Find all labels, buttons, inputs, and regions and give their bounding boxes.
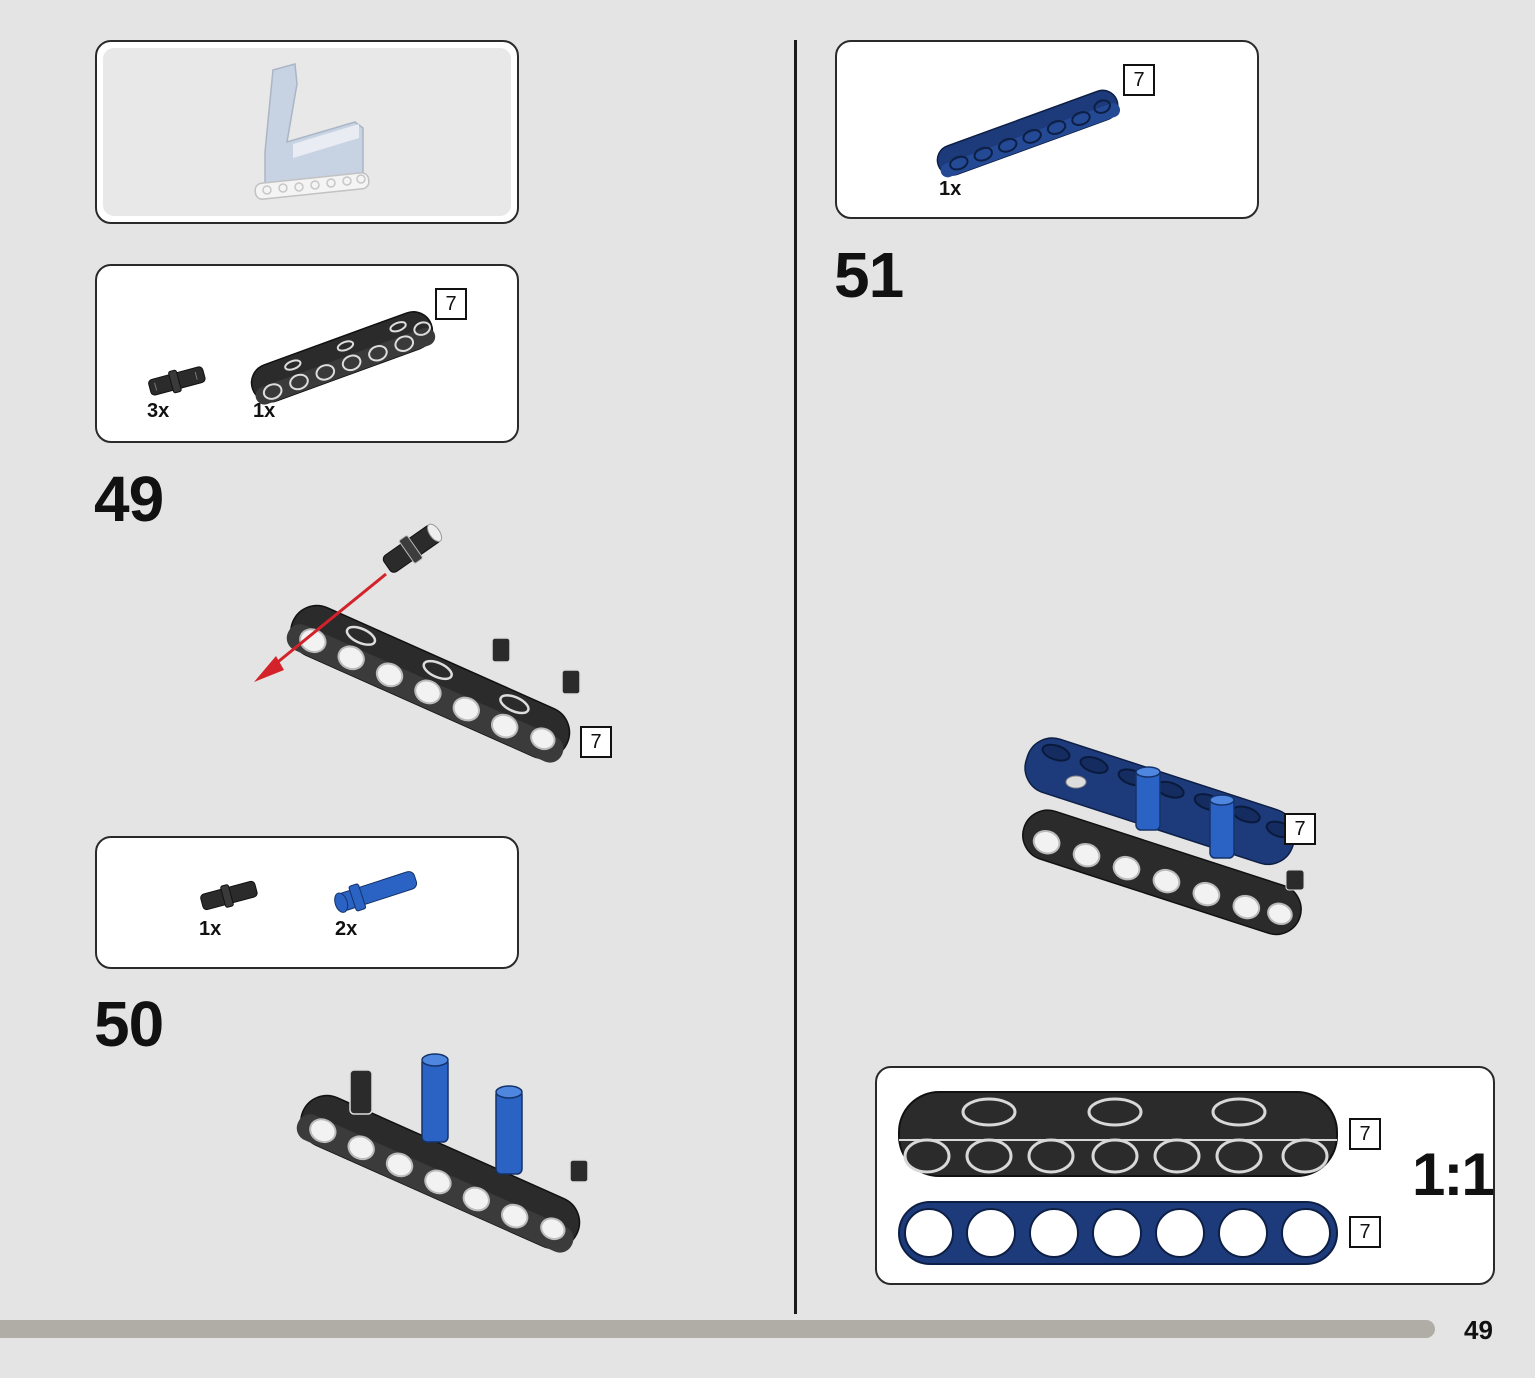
step-50-part-2-qty: 2x xyxy=(335,918,358,940)
step-51-beam-length-box: 7 xyxy=(1123,64,1155,96)
dark-blue-beam-7-image xyxy=(936,89,1121,178)
step-49-parts-panel: 3x 1x 7 xyxy=(95,264,519,443)
step-50-part-1-qty: 1x xyxy=(199,918,222,940)
progress-bar xyxy=(0,1320,1435,1338)
black-friction-pin-image xyxy=(148,366,206,396)
column-divider xyxy=(794,40,797,1314)
scale-blue-beam-length-box: 7 xyxy=(1349,1216,1381,1248)
step-49-number: 49 xyxy=(94,463,164,535)
step-50-assembly-image xyxy=(296,1053,589,1253)
scale-reference-panel: 7 7 1:1 xyxy=(875,1066,1495,1285)
step-50-number: 50 xyxy=(94,988,164,1060)
step-49-part-2-qty: 1x xyxy=(253,400,276,422)
faded-submodel-image xyxy=(254,63,370,200)
step-50-parts-panel: 1x 2x xyxy=(95,836,519,969)
step-49-beam-length-box: 7 xyxy=(435,288,467,320)
scale-black-beam-image xyxy=(898,1091,1338,1177)
scale-blue-beam-image xyxy=(898,1201,1338,1265)
step-49-assembly-length-box: 7 xyxy=(580,726,612,758)
step-49-assembly-image xyxy=(254,523,581,763)
submodel-preview-panel xyxy=(95,40,519,224)
step-51-assembly-length-box: 7 xyxy=(1284,813,1316,845)
scale-black-beam-length-box: 7 xyxy=(1349,1118,1381,1150)
scale-label: 1:1 xyxy=(1412,1141,1495,1208)
step-51-number: 51 xyxy=(834,239,904,311)
page-number: 49 xyxy=(1464,1315,1493,1345)
step-51-parts-panel: 1x 7 xyxy=(835,40,1259,219)
black-beam-7-image xyxy=(250,311,436,405)
step-49-insert-arrow xyxy=(267,572,387,672)
step-50-parts-images xyxy=(200,871,418,913)
step-51-part-1-qty: 1x xyxy=(939,178,962,200)
step-51-assembly-image xyxy=(1022,737,1305,936)
step-49-part-1-qty: 3x xyxy=(147,400,170,422)
